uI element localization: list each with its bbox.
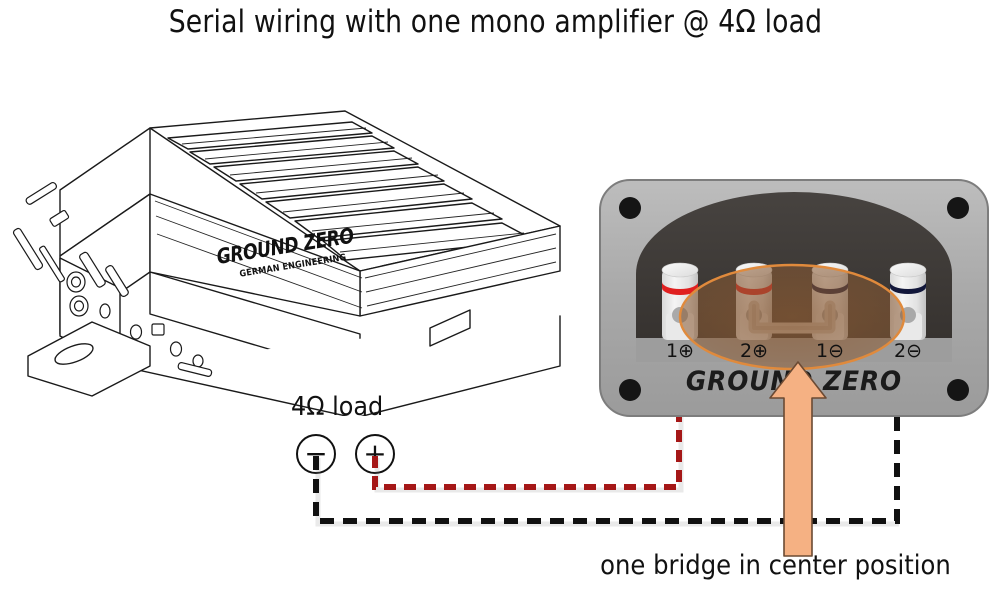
amplifier-illustration: GROUND ZERO GERMAN ENGINEERING (12, 110, 561, 416)
panel-screws (619, 197, 969, 401)
terminal-label-3: 1⊖ (816, 340, 844, 362)
page-title: Serial wiring with one mono amplifier @ … (168, 4, 823, 40)
speaker-terminal-panel: 1⊕ 2⊕ 1⊖ 2⊖ GROUND ZERO (599, 179, 989, 417)
caption-text: one bridge in center position (600, 550, 951, 581)
screw-bottom-right (947, 379, 969, 401)
screw-bottom-left (619, 379, 641, 401)
terminal-label-4: 2⊖ (894, 340, 922, 362)
callout-arrow-icon (769, 361, 827, 557)
screw-top-left (619, 197, 641, 219)
terminal-label-1: 1⊕ (666, 340, 694, 362)
terminal-label-2: 2⊕ (740, 340, 768, 362)
screw-top-right (947, 197, 969, 219)
